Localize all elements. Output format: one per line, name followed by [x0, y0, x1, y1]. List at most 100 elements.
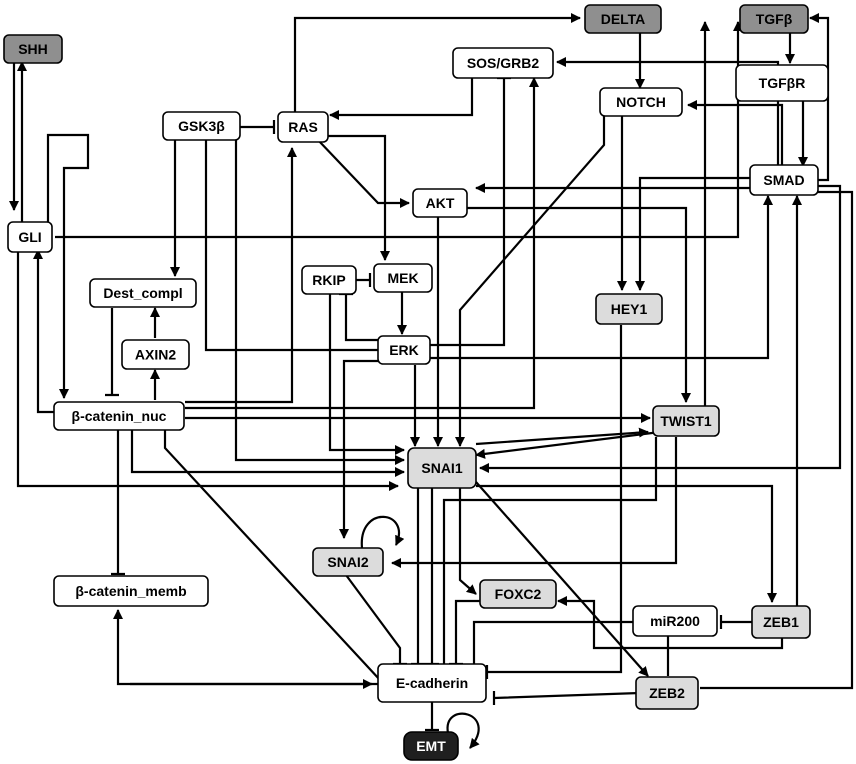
edge-smad-tgfb: [809, 13, 830, 182]
node-sosgrb2: SOS/GRB2: [452, 47, 554, 79]
edge-notch-snai1: [455, 115, 606, 447]
edge-ras-akt: [317, 139, 410, 208]
node-label: TGFβR: [759, 75, 806, 91]
node-label: AKT: [426, 195, 455, 211]
node-box: [7, 221, 53, 253]
node-box: [735, 64, 829, 102]
node-snai2: SNAI2: [312, 547, 384, 577]
node-label: ZEB2: [649, 685, 685, 701]
edge-snai1-zeb2: [475, 481, 649, 677]
node-label: ZEB1: [763, 614, 799, 630]
node-label: SOS/GRB2: [467, 55, 540, 71]
node-label: TWIST1: [660, 413, 712, 429]
node-box: [53, 575, 209, 607]
edge-zeb1-foxc2: [557, 596, 784, 650]
edge-smad-hey1: [635, 176, 750, 291]
node-label: FOXC2: [495, 586, 542, 602]
node-label: SMAD: [763, 172, 804, 188]
edge-layer: [9, 13, 854, 749]
edge-snai2-ecad: [345, 574, 407, 666]
node-mir200: miR200: [632, 605, 718, 637]
node-box: [479, 579, 557, 609]
node-smad: SMAD: [749, 164, 819, 196]
node-label: GLI: [18, 229, 41, 245]
node-box: [377, 663, 487, 703]
node-label: DELTA: [601, 11, 646, 27]
node-box: [599, 87, 683, 117]
node-tgfbr: TGFβR: [735, 64, 829, 102]
node-bcnuc: β-catenin_nuc: [53, 401, 185, 431]
edge-snai1-zeb1: [476, 484, 777, 603]
node-erk: ERK: [377, 335, 431, 365]
edge-snai1-ecad-2: [425, 488, 439, 666]
node-delta: DELTA: [584, 4, 662, 34]
node-label: ERK: [389, 342, 419, 358]
node-bcmemb: β-catenin_memb: [53, 575, 209, 607]
node-notch: NOTCH: [599, 87, 683, 117]
node-box: [312, 547, 384, 577]
edge-bcnuc-gli: [33, 249, 55, 414]
node-box: [452, 47, 554, 79]
node-label: SHH: [18, 41, 48, 57]
node-box: [277, 111, 329, 143]
edge-ecad-bcmemb: [113, 609, 380, 686]
node-box: [635, 676, 699, 710]
node-label: RKIP: [312, 272, 345, 288]
node-tgfb: TGFβ: [739, 4, 809, 34]
node-box: [53, 401, 185, 431]
edge-foxc2-ecad: [449, 599, 480, 666]
edge-zeb1-mir200: [719, 615, 752, 629]
edge-akt-twist1: [465, 206, 691, 403]
node-label: NOTCH: [616, 94, 666, 110]
node-box: [121, 339, 190, 370]
edge-bcnuc-snai1: [130, 430, 405, 477]
edge-ecad-emt: [425, 702, 439, 732]
node-label: RAS: [288, 119, 318, 135]
edge-dest-bcnuc: [105, 308, 119, 397]
edge-rkip-snai1: [328, 294, 405, 455]
node-emt: EMT: [403, 731, 459, 761]
node-snai1: SNAI1: [407, 447, 477, 489]
edge-smad-sosgrb2: [556, 57, 780, 168]
edge-bcnuc-ras: [185, 147, 297, 404]
node-gsk3b: GSK3β: [162, 111, 241, 141]
edge-gli-tgfb: [55, 21, 743, 239]
node-akt: AKT: [412, 188, 468, 218]
node-ecad: E-cadherin: [377, 663, 487, 703]
edge-twist1-ecad: [442, 437, 658, 664]
edge-snai1-ecad: [411, 488, 425, 666]
node-box: [584, 4, 662, 34]
node-gli: GLI: [7, 221, 53, 253]
node-label: MEK: [387, 270, 418, 286]
node-label: miR200: [650, 613, 700, 629]
node-box: [3, 34, 63, 64]
node-label: β-catenin_nuc: [72, 408, 167, 424]
edge-gsk3b-snai1: [204, 140, 378, 352]
edge-bcnuc-ecad: [163, 430, 381, 681]
node-box: [632, 605, 718, 637]
edge-ras-delta: [293, 13, 581, 112]
edge-ras-mek: [320, 134, 390, 261]
node-box: [407, 447, 477, 489]
node-box: [412, 188, 468, 218]
node-ras: RAS: [277, 111, 329, 143]
edge-smad-notch: [687, 100, 784, 168]
node-box: [373, 263, 433, 293]
node-zeb1: ZEB1: [751, 605, 811, 639]
node-foxc2: FOXC2: [479, 579, 557, 609]
node-label: β-catenin_memb: [75, 583, 186, 599]
edge-hey1-ecad: [485, 325, 623, 679]
edge-twist1-snai2: [391, 437, 678, 568]
node-label: SNAI2: [327, 554, 368, 570]
edge-mir200-ecad: [472, 620, 633, 664]
node-axin2: AXIN2: [121, 339, 190, 370]
node-label: AXIN2: [135, 347, 176, 363]
edge-rkip-mek: [356, 273, 372, 287]
edge-erk-smad: [428, 195, 773, 360]
edge-gli-bcnuc: [46, 133, 90, 399]
node-box: [89, 278, 197, 308]
node-label: TGFβ: [756, 11, 793, 27]
edge-zeb2-ecad: [492, 691, 641, 705]
